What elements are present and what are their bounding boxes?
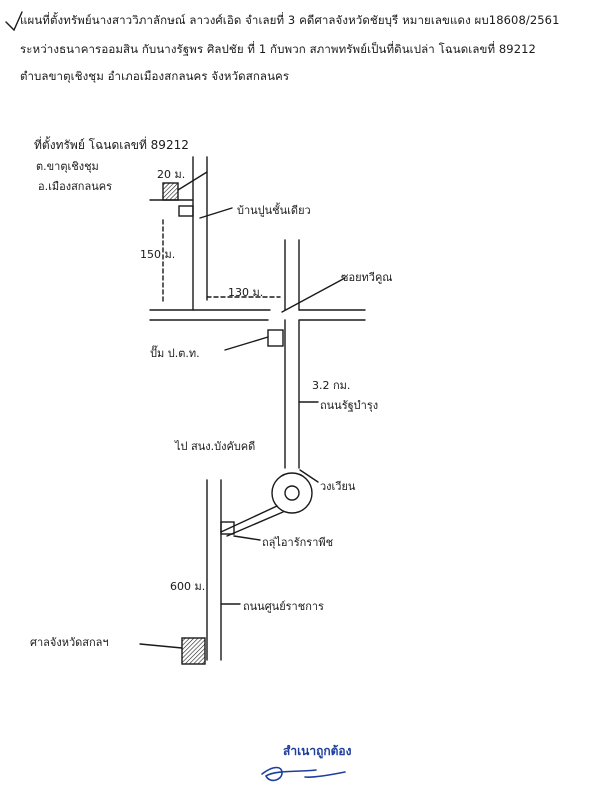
dist-130m-label: 130 ม. <box>228 286 264 299</box>
check-mark <box>5 11 23 32</box>
signature <box>261 766 346 782</box>
house-block <box>178 205 194 217</box>
dist-20m-label: 20 ม. <box>157 168 186 181</box>
property-plot <box>162 182 179 201</box>
dist-3-2km-label: 3.2 กม. <box>312 379 351 392</box>
header-line-3: ตำบลขาตุเชิงชุม อำเภอเมืองสกลนคร จังหวัด… <box>20 69 290 83</box>
dist-guide-20m <box>177 171 208 191</box>
property-title: ที่ตั้งทรัพย์ โฉนดเลขที่ 89212 <box>34 138 189 152</box>
roundabout-outer <box>271 472 313 514</box>
certified-copy-text: สำเนาถูกต้อง <box>283 744 352 758</box>
cylinder-shop-block <box>220 521 235 535</box>
gas-station-block <box>267 329 284 347</box>
property-district: อ.เมืองสกลนคร <box>38 180 112 193</box>
to-direction-label: ไป สนง.บังคับคดี <box>175 440 256 453</box>
diag-road-a <box>220 505 278 533</box>
dist-600m-label: 600 ม. <box>170 580 206 593</box>
diag-road-b <box>226 511 284 537</box>
house-label: บ้านปูนชั้นเดียว <box>237 204 311 217</box>
roundabout-label: วงเวียน <box>320 480 356 493</box>
header-line-2: ระหว่างธนาคารออมสิน กับนางรัฐพร ศิลปชัย … <box>20 42 536 56</box>
court-label: ศาลจังหวัดสกลฯ <box>30 636 109 649</box>
road-soonratchakarn-label: ถนนศูนย์ราชการ <box>243 600 324 613</box>
leader-roundabout <box>299 469 319 483</box>
cylinder-shop-label: ถลุ่ไอารักราพีช <box>262 536 334 549</box>
dist-150m-label: 150 ม. <box>140 248 176 261</box>
roundabout-inner <box>284 485 300 501</box>
leader-soi <box>281 277 346 313</box>
leader-cylinder <box>233 535 261 541</box>
header-line-1: แผนที่ตั้งทรัพย์นางสาววิภาลักษณ์ ลาวงศ์เ… <box>20 13 560 27</box>
leader-house <box>199 207 233 219</box>
road-ratbumrung-label: ถนนรัฐบำรุง <box>320 399 379 412</box>
property-subdistrict: ต.ขาตุเชิงชุม <box>36 160 99 173</box>
leader-gas <box>224 336 269 351</box>
court-plot <box>181 637 206 665</box>
soi-thaweekhun-label: ซอยทวีคูณ <box>341 271 393 284</box>
gas-station-label: ปั๊ม ป.ต.ท. <box>150 347 200 360</box>
leader-court <box>139 643 183 649</box>
